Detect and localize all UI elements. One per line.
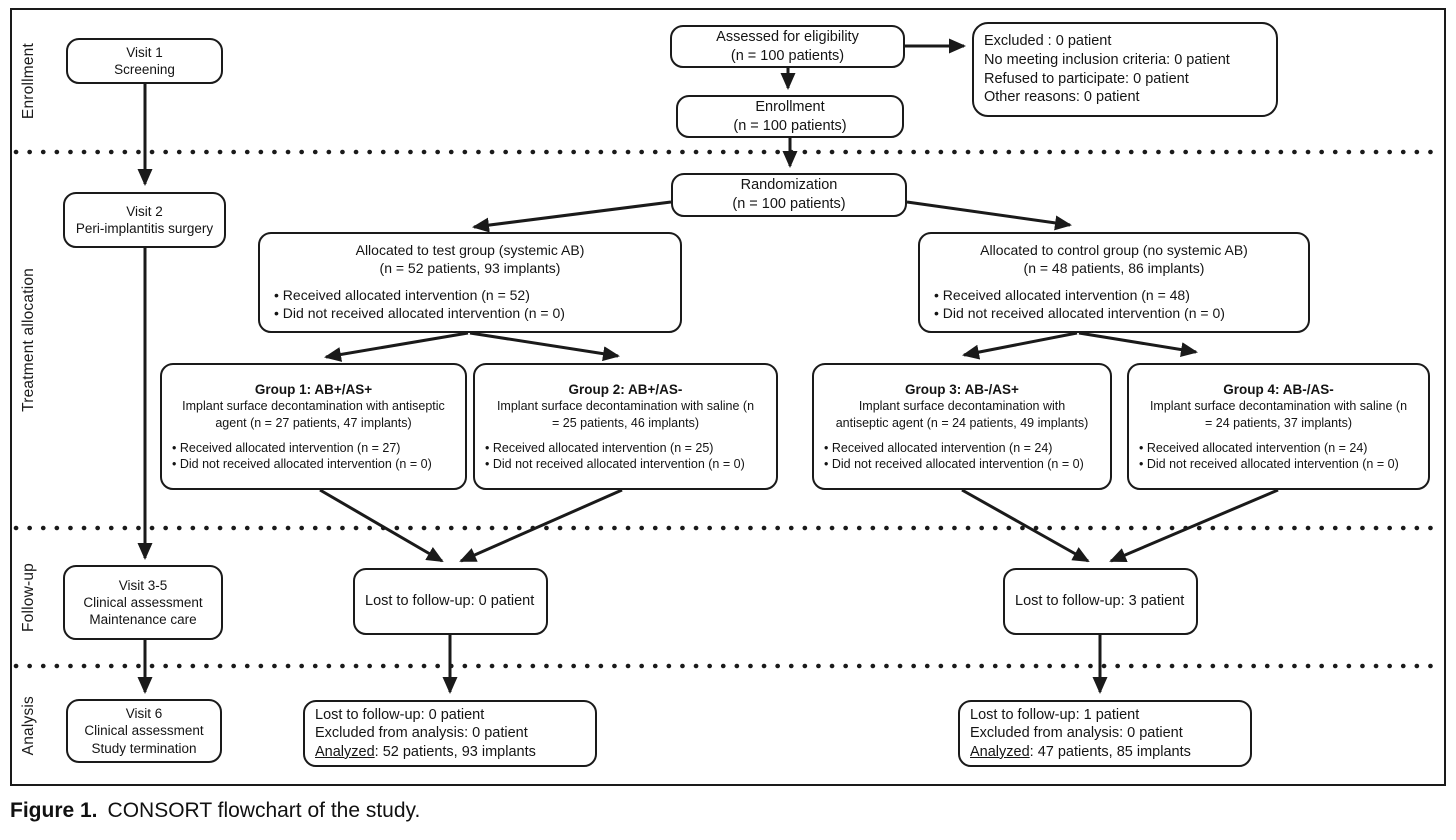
visit2-box: Visit 2 Peri-implantitis surgery [63, 192, 226, 248]
lost-followup-control-line: Lost to follow-up: 3 patient [1015, 593, 1185, 610]
lost-followup-control-box: Lost to follow-up: 3 patient [1003, 568, 1198, 635]
enrollment-box: Enrollment (n = 100 patients) [676, 95, 904, 138]
control-group-subtitle: (n = 48 patients, 86 implants) [1023, 260, 1205, 277]
group1-title: Group 1: AB+/AS+ [254, 381, 373, 397]
section-label-text: Analysis [20, 695, 37, 756]
figure-label: Figure 1. [10, 799, 98, 822]
excluded-box: Excluded : 0 patient No meeting inclusio… [972, 22, 1278, 117]
randomization-line1: Randomization [740, 177, 838, 194]
analysis-control-box: Lost to follow-up: 1 patient Excluded fr… [958, 700, 1252, 767]
group4-desc: Implant surface decontamination with sal… [1149, 399, 1408, 430]
visit1-line1: Visit 1 [126, 44, 163, 60]
visit3-5-line2: Clinical assessment [83, 594, 203, 610]
visit1-line2: Screening [114, 62, 175, 77]
figure-caption: Figure 1. CONSORT flowchart of the study. [10, 799, 420, 823]
group3-bullet2: • Did not received allocated interventio… [824, 457, 1084, 472]
enrollment-line2: (n = 100 patients) [733, 117, 847, 134]
figure-border-frame [10, 8, 1446, 786]
analysis-test-line1: Lost to follow-up: 0 patient [315, 706, 485, 723]
analysis-test-box: Lost to follow-up: 0 patient Excluded fr… [303, 700, 597, 767]
visit6-line1: Visit 6 [125, 706, 163, 722]
analysis-test-line2: Excluded from analysis: 0 patient [315, 725, 528, 742]
section-label-text: Treatment allocation [20, 268, 37, 412]
visit2-line1: Visit 2 [126, 203, 163, 219]
visit6-line3: Study termination [91, 740, 197, 756]
control-group-bullet1: • Received allocated intervention (n = 4… [934, 287, 1190, 303]
group3-desc: Implant surface decontamination with ant… [835, 399, 1089, 430]
group2-desc: Implant surface decontamination with sal… [496, 399, 755, 430]
control-group-title: Allocated to control group (no systemic … [980, 242, 1248, 259]
test-group-allocation-box: Allocated to test group (systemic AB) (n… [258, 232, 682, 333]
group2-box: Group 2: AB+/AS- Implant surface deconta… [473, 363, 778, 490]
test-group-bullet1: • Received allocated intervention (n = 5… [274, 287, 530, 303]
assessed-box: Assessed for eligibility (n = 100 patien… [670, 25, 905, 68]
analyzed-underlined-label: Analyzed [315, 743, 375, 760]
visit1-box: Visit 1 Screening [66, 38, 223, 84]
group2-title: Group 2: AB+/AS- [568, 381, 683, 397]
visit3-5-line1: Visit 3-5 [118, 577, 168, 593]
group4-bullet2: • Did not received allocated interventio… [1139, 457, 1399, 472]
section-label-text: Follow-up [20, 562, 37, 632]
group1-box: Group 1: AB+/AS+ Implant surface deconta… [160, 363, 467, 490]
lost-followup-test-line: Lost to follow-up: 0 patient [365, 593, 535, 610]
lost-followup-test-box: Lost to follow-up: 0 patient [353, 568, 548, 635]
group2-bullet1: • Received allocated intervention (n = 2… [485, 440, 714, 455]
group3-title: Group 3: AB-/AS+ [905, 381, 1019, 397]
analysis-control-line3: Analyzed: 47 patients, 85 implants [970, 743, 1250, 762]
visit6-box: Visit 6 Clinical assessment Study termin… [66, 699, 222, 763]
assessed-line2: (n = 100 patients) [730, 47, 845, 64]
analysis-test-line3: Analyzed: 52 patients, 93 implants [315, 743, 595, 762]
test-group-title: Allocated to test group (systemic AB) [355, 242, 585, 259]
section-label-text: Enrollment [20, 42, 37, 120]
analyzed-underlined-label: Analyzed [970, 743, 1030, 760]
analysis-control-line1: Lost to follow-up: 1 patient [970, 706, 1140, 723]
group4-bullet1: • Received allocated intervention (n = 2… [1139, 440, 1368, 455]
visit3-5-box: Visit 3-5 Clinical assessment Maintenanc… [63, 565, 223, 640]
analyzed-counts: : 47 patients, 85 implants [1029, 743, 1191, 760]
visit3-5-line3: Maintenance care [89, 612, 197, 628]
enrollment-line1: Enrollment [755, 98, 825, 115]
section-label-enrollment: Enrollment [14, 10, 44, 152]
section-label-followup: Follow-up [14, 528, 44, 666]
section-label-treatment-allocation: Treatment allocation [14, 152, 44, 528]
test-group-subtitle: (n = 52 patients, 93 implants) [379, 260, 561, 277]
group2-bullet2: • Did not received allocated interventio… [485, 457, 745, 472]
control-group-allocation-box: Allocated to control group (no systemic … [918, 232, 1310, 333]
group1-desc: Implant surface decontamination with ant… [182, 399, 445, 430]
control-group-bullet2: • Did not received allocated interventio… [934, 304, 1225, 321]
analyzed-counts: : 52 patients, 93 implants [374, 743, 536, 760]
group4-box: Group 4: AB-/AS- Implant surface deconta… [1127, 363, 1430, 490]
randomization-line2: (n = 100 patients) [732, 196, 846, 212]
analysis-control-line2: Excluded from analysis: 0 patient [970, 725, 1183, 742]
assessed-line1: Assessed for eligibility [716, 28, 859, 45]
group1-bullet1: • Received allocated intervention (n = 2… [172, 440, 401, 455]
excluded-line3: Refused to participate: 0 patient [984, 70, 1189, 87]
group4-title: Group 4: AB-/AS- [1223, 381, 1334, 397]
excluded-line1: Excluded : 0 patient [984, 33, 1112, 50]
group3-bullet1: • Received allocated intervention (n = 2… [824, 440, 1053, 455]
visit2-line2: Peri-implantitis surgery [75, 221, 214, 236]
section-label-analysis: Analysis [14, 666, 44, 785]
randomization-box: Randomization (n = 100 patients) [671, 173, 907, 217]
group3-box: Group 3: AB-/AS+ Implant surface deconta… [812, 363, 1112, 490]
figure-caption-text: CONSORT flowchart of the study. [107, 799, 421, 822]
visit6-line2: Clinical assessment [84, 723, 204, 739]
group1-bullet2: • Did not received allocated interventio… [172, 457, 432, 472]
excluded-line4: Other reasons: 0 patient [984, 89, 1140, 106]
excluded-line2: No meeting inclusion criteria: 0 patient [984, 51, 1230, 68]
test-group-bullet2: • Did not received allocated interventio… [274, 304, 565, 321]
